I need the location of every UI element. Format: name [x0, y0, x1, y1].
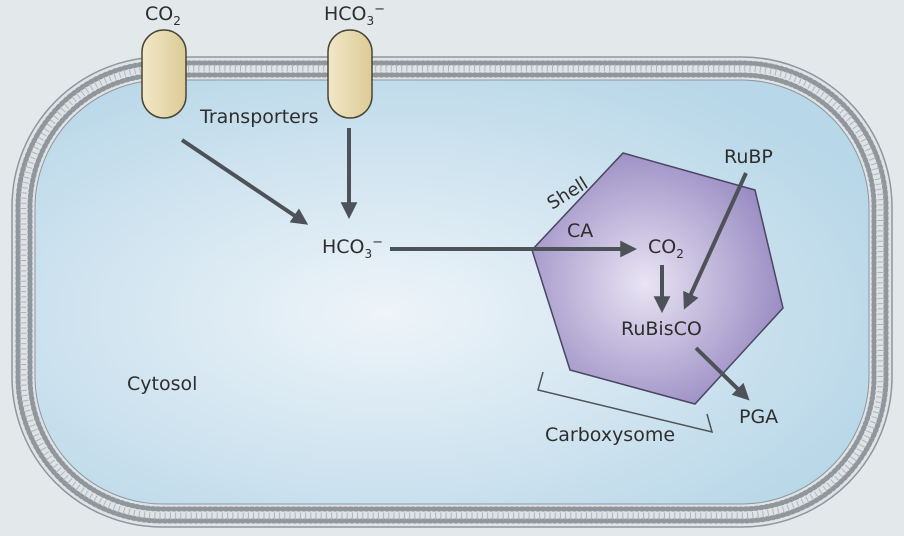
membrane-outer-beads: [15, 60, 889, 524]
membrane-tails: [19, 64, 885, 520]
bicarbonate-transporter: [327, 29, 373, 119]
rubp-label: RuBP: [724, 146, 773, 168]
rubisco-label: RuBisCO: [621, 318, 702, 340]
transporters-label: Transporters: [199, 106, 319, 128]
cytosol-label: Cytosol: [127, 373, 197, 395]
carboxysome-bracket: [537, 371, 714, 434]
arrow-co2-to-hco3: [180, 138, 309, 225]
co2-transporter: [141, 29, 187, 119]
pga-label: PGA: [739, 406, 778, 428]
co2-inner-label: CO2: [648, 236, 684, 261]
ca-label: CA: [567, 220, 593, 242]
carboxysome-label: Carboxysome: [545, 424, 675, 446]
arrow-rubp-to-rubisco: [683, 172, 748, 310]
membrane-inner-beads: [27, 72, 877, 512]
hco3-cytosol-label: HCO3−: [322, 235, 383, 261]
co2-outside-label: CO2: [145, 3, 181, 28]
hco3-outside-label: HCO3−: [324, 2, 385, 28]
arrow-rubisco-to-pga: [694, 346, 750, 401]
